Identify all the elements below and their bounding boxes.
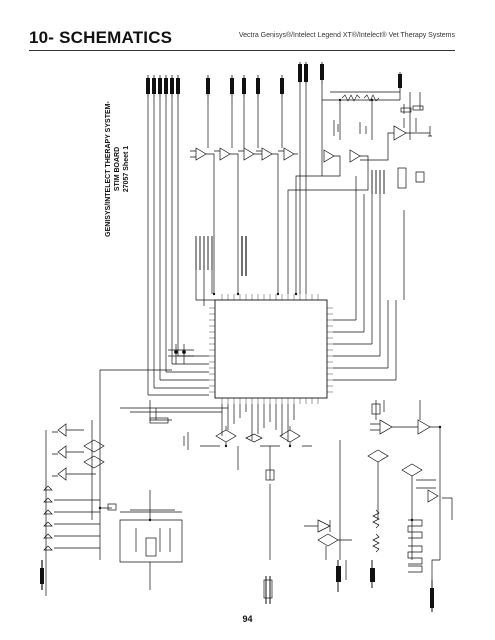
product-line: Vectra Genisys®/Intelect Legend XT®/Inte… (238, 32, 455, 39)
section-title: 10- SCHEMATICS (29, 28, 173, 47)
header-rule (29, 50, 455, 51)
mcu-chip (214, 299, 328, 399)
page-number: 94 (242, 614, 253, 624)
